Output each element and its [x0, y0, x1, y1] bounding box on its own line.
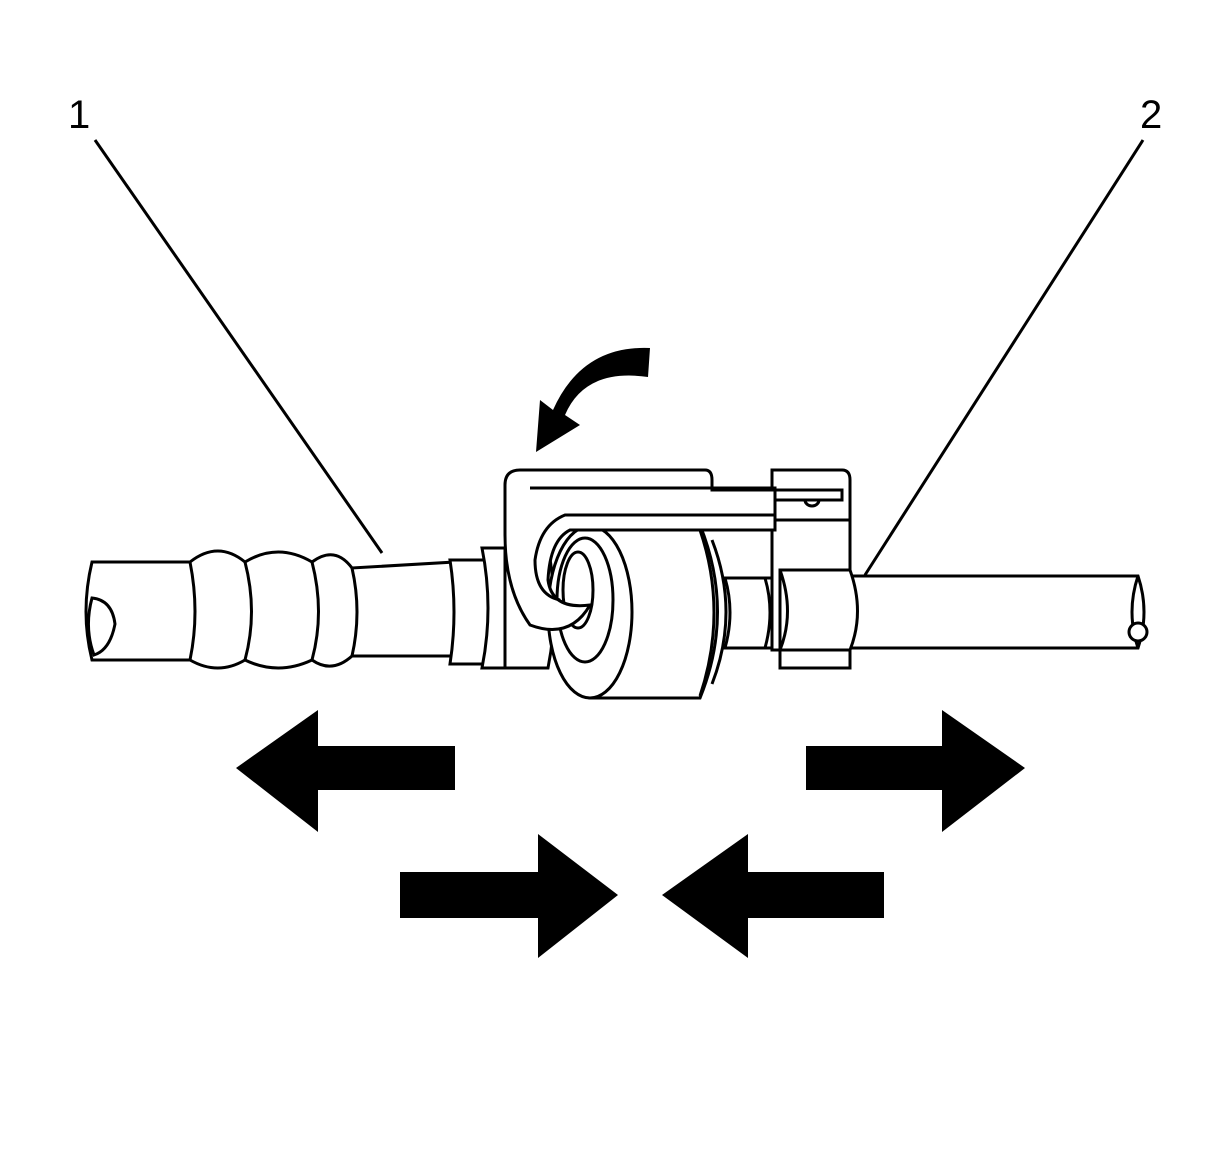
left-pipe	[84, 549, 457, 670]
callout-label-2: 2	[1140, 93, 1162, 137]
retaining-clip	[503, 468, 844, 631]
right-pipe	[848, 574, 1149, 650]
arrow-left-icon	[236, 710, 455, 832]
clamp-block	[770, 468, 859, 670]
leader-line-2	[863, 139, 1145, 576]
arrow-left-icon	[662, 834, 884, 958]
arrow-right-icon	[806, 710, 1025, 832]
arrow-right-icon	[400, 834, 618, 958]
curved-rotate-arrow-icon	[536, 347, 650, 452]
callout-label-1: 1	[68, 93, 90, 137]
leader-line-1	[93, 139, 384, 554]
